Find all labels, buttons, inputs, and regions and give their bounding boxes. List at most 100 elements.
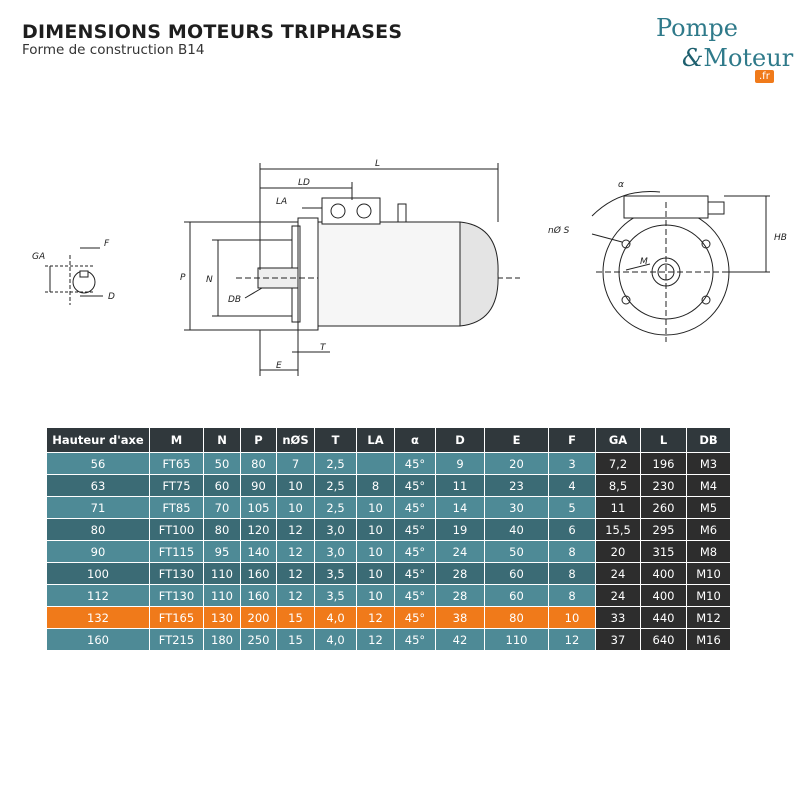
label-e: E	[276, 361, 282, 371]
label-ga: GA	[32, 252, 45, 262]
table-cell: 2,5	[315, 497, 357, 519]
table-cell: 10	[549, 607, 596, 629]
table-cell: M10	[687, 563, 731, 585]
table-cell: 24	[596, 585, 641, 607]
table-header-row: Hauteur d'axe M N P nØS T LA α D E F GA …	[47, 428, 731, 453]
table-cell: FT85	[150, 497, 204, 519]
table-cell: 2,5	[315, 453, 357, 475]
table-cell: 63	[47, 475, 150, 497]
table-cell: 295	[641, 519, 687, 541]
table-cell: 45°	[395, 475, 436, 497]
table-cell: M12	[687, 607, 731, 629]
column-header: T	[315, 428, 357, 453]
technical-drawing: GA F D L LD LA P N DB T E α nØ S M HB	[32, 159, 787, 376]
table-cell: 160	[241, 585, 277, 607]
table-cell: 3,0	[315, 541, 357, 563]
brand-logo: Pompe &Moteur .fr	[652, 14, 793, 94]
label-alpha: α	[618, 180, 624, 190]
table-cell: 45°	[395, 541, 436, 563]
table-cell: 28	[436, 585, 485, 607]
table-cell: 112	[47, 585, 150, 607]
table-cell: 400	[641, 563, 687, 585]
table-cell: M5	[687, 497, 731, 519]
label-p: P	[180, 273, 186, 283]
table-cell: 70	[204, 497, 241, 519]
table-cell: M3	[687, 453, 731, 475]
table-cell: 15	[277, 629, 315, 651]
column-header: LA	[357, 428, 395, 453]
table-cell: 90	[47, 541, 150, 563]
table-cell: 10	[357, 519, 395, 541]
table-cell: 640	[641, 629, 687, 651]
table-cell: FT65	[150, 453, 204, 475]
table-cell: M10	[687, 585, 731, 607]
column-header: α	[395, 428, 436, 453]
table-cell: M4	[687, 475, 731, 497]
table-cell: 10	[357, 563, 395, 585]
table-cell: 105	[241, 497, 277, 519]
table-cell: 40	[485, 519, 549, 541]
table-cell: FT75	[150, 475, 204, 497]
table-cell: 19	[436, 519, 485, 541]
label-m: M	[640, 257, 648, 267]
table-cell: 440	[641, 607, 687, 629]
table-cell: 110	[485, 629, 549, 651]
table-cell: 8	[549, 585, 596, 607]
table-cell: 14	[436, 497, 485, 519]
table-cell: 12	[277, 563, 315, 585]
logo-word-pompe: Pompe	[656, 14, 738, 42]
table-cell: 250	[241, 629, 277, 651]
motor-side-view	[184, 163, 520, 376]
table-cell: 5	[549, 497, 596, 519]
table-cell: 60	[485, 563, 549, 585]
column-header: M	[150, 428, 204, 453]
table-cell: 24	[596, 563, 641, 585]
dimensions-table: Hauteur d'axe M N P nØS T LA α D E F GA …	[47, 428, 731, 651]
column-header: L	[641, 428, 687, 453]
table-cell: 12	[277, 585, 315, 607]
table-cell: 80	[485, 607, 549, 629]
label-d: D	[108, 292, 115, 302]
motor-front-view	[591, 191, 770, 342]
table-cell: 45°	[395, 519, 436, 541]
label-la: LA	[276, 197, 287, 207]
table-cell: FT165	[150, 607, 204, 629]
column-header: GA	[596, 428, 641, 453]
table-cell: 90	[241, 475, 277, 497]
table-cell: 8	[549, 563, 596, 585]
table-cell: 110	[204, 563, 241, 585]
label-n: N	[206, 275, 213, 285]
table-cell: 28	[436, 563, 485, 585]
page-subtitle: Forme de construction B14	[22, 42, 205, 58]
table-cell: FT130	[150, 563, 204, 585]
table-cell: FT130	[150, 585, 204, 607]
table-cell: 2,5	[315, 475, 357, 497]
table-cell: 10	[357, 497, 395, 519]
table-cell: 20	[485, 453, 549, 475]
logo-ampersand: &	[682, 44, 704, 72]
table-cell: 100	[47, 563, 150, 585]
table-cell: 180	[204, 629, 241, 651]
table-cell: 11	[436, 475, 485, 497]
label-nos: nØ S	[548, 225, 570, 236]
table-cell: 30	[485, 497, 549, 519]
table-cell: 23	[485, 475, 549, 497]
table-cell: 37	[596, 629, 641, 651]
logo-word-moteur: &Moteur	[682, 44, 793, 72]
table-cell: 10	[357, 541, 395, 563]
column-header: nØS	[277, 428, 315, 453]
table-cell: 230	[641, 475, 687, 497]
table-cell: 3,5	[315, 585, 357, 607]
table-cell: 196	[641, 453, 687, 475]
page-title: DIMENSIONS MOTEURS TRIPHASES	[22, 21, 403, 43]
table-cell: 4,0	[315, 629, 357, 651]
table-cell: 42	[436, 629, 485, 651]
table-cell: 50	[485, 541, 549, 563]
